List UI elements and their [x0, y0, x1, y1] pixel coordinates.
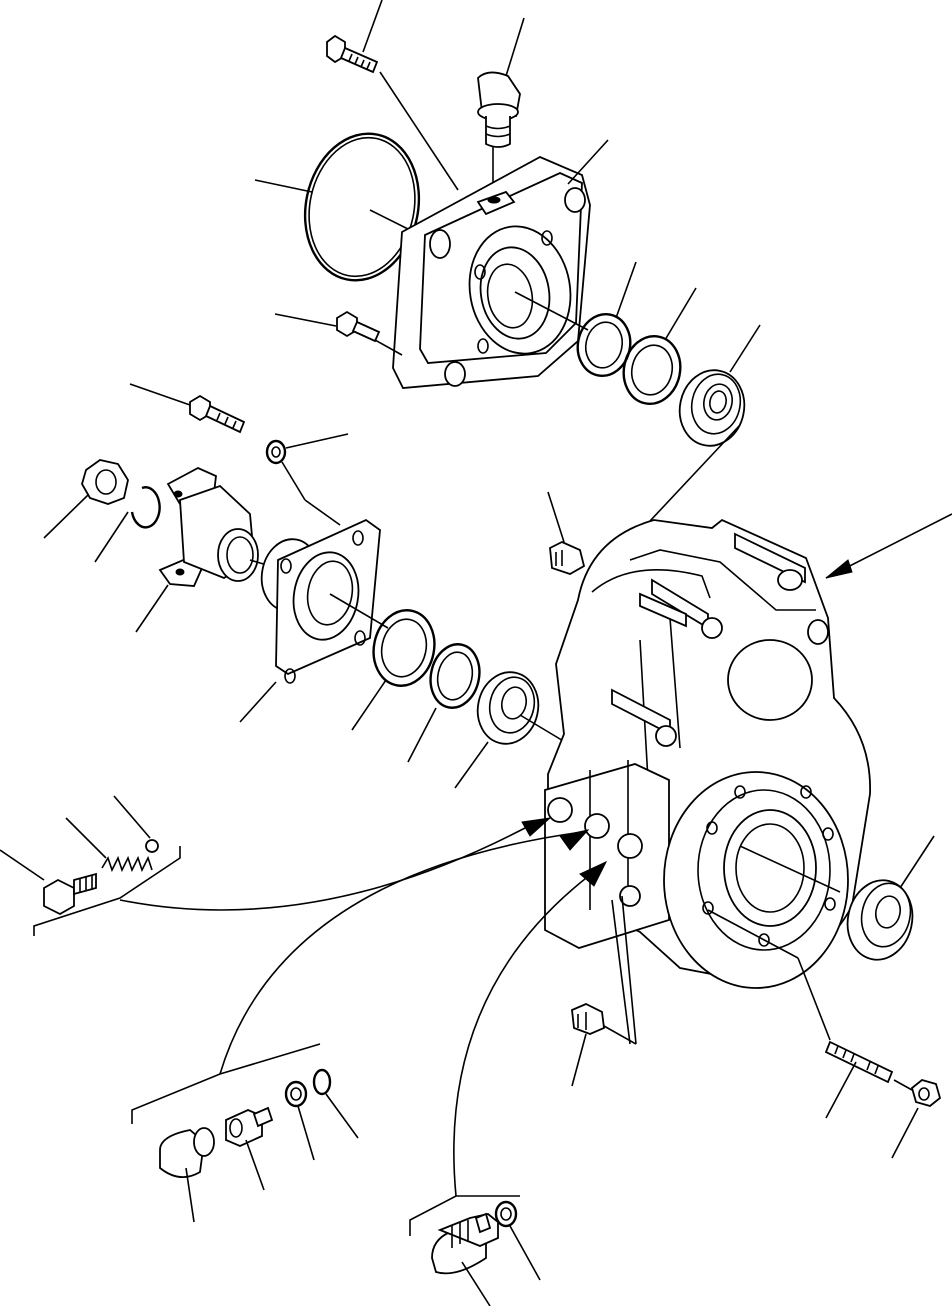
gear-case — [544, 518, 871, 989]
leader-line — [304, 499, 341, 526]
leader-line — [135, 584, 169, 633]
leader-line — [285, 433, 349, 449]
snap-ring — [130, 486, 161, 529]
arrow-head — [579, 860, 608, 887]
group-bracket — [131, 1043, 321, 1124]
bearing-right — [846, 879, 914, 961]
leader-line — [329, 593, 389, 629]
oil-seal-left — [372, 609, 436, 687]
leader-line — [274, 313, 337, 327]
leader-line — [94, 511, 129, 563]
adapter-fitting — [225, 1106, 274, 1147]
leader-line — [65, 817, 107, 859]
leader-line — [603, 1025, 637, 1045]
flange-bolt — [189, 394, 246, 434]
sealing-washer — [284, 1080, 308, 1108]
flange-nut — [81, 459, 129, 505]
leader-line — [297, 1105, 315, 1161]
leader-line — [707, 909, 799, 959]
relief-bolt — [43, 872, 97, 916]
spring-washer — [265, 439, 287, 465]
leader-line — [514, 291, 589, 331]
leader-line — [362, 0, 383, 53]
arrow-head — [521, 817, 552, 837]
group-bracket — [33, 846, 181, 936]
flow-arrow-line — [119, 819, 541, 911]
leader-line — [893, 1079, 913, 1091]
leader-line — [825, 1061, 857, 1119]
leader-line — [407, 707, 437, 763]
leader-line — [891, 1107, 919, 1159]
stud-bolt — [824, 1040, 894, 1084]
relief-spring — [101, 855, 153, 873]
elbow-fitting-1 — [159, 1127, 215, 1178]
leader-line — [567, 139, 609, 185]
leader-line — [239, 681, 277, 723]
leader-line — [571, 1033, 587, 1087]
leader-line — [129, 383, 191, 406]
leader-line — [454, 741, 489, 789]
plug-small — [549, 541, 586, 575]
ball-bearing-top — [678, 369, 746, 447]
hex-nut — [910, 1079, 942, 1107]
leader-line — [281, 461, 306, 501]
leader-line — [611, 899, 631, 1045]
leader-line — [185, 1167, 195, 1223]
leader-line — [369, 209, 411, 231]
top-bolt — [326, 34, 379, 74]
leader-line — [374, 339, 403, 356]
leader-line — [729, 324, 761, 373]
shim-ring-left — [429, 643, 481, 709]
leader-line — [351, 679, 387, 731]
small-o-ring — [312, 1068, 332, 1096]
leader-line — [505, 17, 525, 77]
ball-bearing-left — [476, 671, 540, 745]
o-ring-large — [303, 132, 421, 282]
yoke-flange — [158, 466, 259, 587]
small-bolt — [336, 310, 381, 343]
drain-plug — [571, 1003, 605, 1035]
arrow-head — [825, 559, 853, 579]
leader-line — [379, 71, 459, 191]
shim-ring-1 — [576, 312, 632, 378]
shim-ring-2 — [622, 335, 682, 405]
leader-line — [739, 845, 841, 893]
leader-line — [461, 1261, 491, 1306]
breather-plug — [477, 71, 521, 148]
leader-line — [245, 1139, 265, 1191]
bearing-cover-housing — [392, 156, 591, 389]
flow-arrow-line — [219, 831, 583, 1075]
oil-seal-retainer — [260, 518, 381, 684]
leader-line — [547, 491, 565, 543]
elbow-fitting-2 — [431, 1212, 499, 1275]
flow-arrow-line — [453, 865, 603, 1197]
relief-ball — [145, 839, 159, 853]
leader-line — [113, 795, 151, 839]
leader-line — [621, 895, 637, 1045]
leader-line — [509, 1225, 541, 1281]
leader-line — [797, 957, 831, 1041]
leader-line — [254, 179, 313, 193]
leader-line — [615, 261, 637, 319]
sealing-washer-2 — [494, 1200, 518, 1228]
group-bracket — [409, 1195, 520, 1236]
leader-line — [325, 1093, 359, 1139]
leader-line — [0, 849, 45, 881]
leader-line — [899, 835, 935, 889]
leader-line — [664, 287, 697, 341]
arrow-head — [559, 829, 590, 851]
leader-line — [43, 494, 89, 539]
